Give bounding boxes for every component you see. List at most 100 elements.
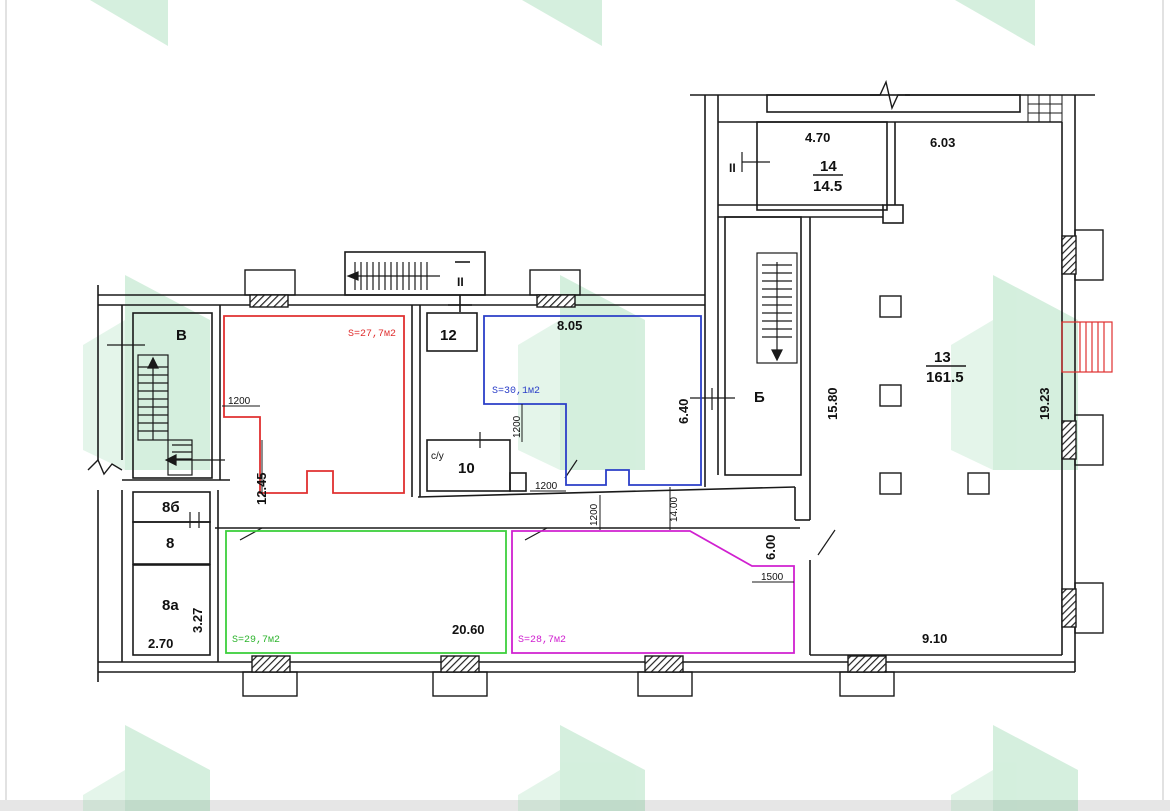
column-10 bbox=[509, 472, 527, 492]
watermark-mid-center-b bbox=[518, 320, 560, 470]
room-b-label: Б bbox=[754, 389, 765, 406]
dim-6-40: 6.40 bbox=[676, 399, 691, 424]
label-ii-mid: II bbox=[729, 161, 736, 175]
watermark-mid-left-b bbox=[83, 320, 125, 470]
columns-hall-13 bbox=[879, 295, 990, 495]
stair-top-right-frame bbox=[1027, 94, 1063, 123]
column bbox=[879, 384, 902, 407]
dim-9-10: 9.10 bbox=[922, 631, 947, 646]
window-hatch bbox=[536, 294, 576, 308]
watermark bbox=[83, 0, 1078, 811]
stair-v-landing bbox=[167, 439, 193, 476]
stair-v bbox=[107, 344, 225, 476]
watermark-mid-right-b bbox=[951, 320, 993, 470]
room-8a-box bbox=[132, 564, 211, 656]
room-13-number: 13 bbox=[934, 349, 951, 366]
area-blue-outline bbox=[483, 315, 702, 486]
window-hatch bbox=[249, 294, 289, 308]
dim-1200-a: 1200 bbox=[228, 396, 251, 407]
room-14-outline bbox=[756, 121, 888, 211]
window-hatch bbox=[847, 655, 887, 673]
room-cu-label: с/у bbox=[431, 451, 444, 462]
stair-top bbox=[346, 262, 440, 290]
windows bbox=[242, 229, 1104, 697]
dim-1500: 1500 bbox=[761, 572, 784, 583]
dim-6-03: 6.03 bbox=[930, 135, 955, 150]
area-green-outline bbox=[225, 530, 507, 654]
window-hatch bbox=[251, 655, 291, 673]
area-label-magenta: S=28,7м2 bbox=[518, 635, 566, 646]
top-stair-box bbox=[344, 251, 486, 296]
room-14-number: 14 bbox=[820, 158, 837, 175]
window-hatch bbox=[440, 655, 480, 673]
wall-column-14 bbox=[882, 204, 904, 224]
stair-top-arrow bbox=[346, 271, 359, 281]
area-red-outline bbox=[223, 315, 405, 494]
dim-15-80: 15.80 bbox=[825, 387, 840, 420]
room-8a-label: 8а bbox=[162, 597, 179, 614]
watermark-mid-center bbox=[560, 275, 645, 470]
door-swing bbox=[524, 527, 548, 541]
watermark-top-right bbox=[955, 0, 1035, 46]
label-ii-top: II bbox=[457, 275, 464, 289]
dim-19-23: 19.23 bbox=[1037, 387, 1052, 420]
dim-1200-c: 1200 bbox=[535, 481, 558, 492]
watermark-top-left bbox=[90, 0, 168, 46]
dimension-lines bbox=[222, 404, 794, 583]
room-12-label: 12 bbox=[440, 327, 457, 344]
window-hatch bbox=[1061, 420, 1077, 460]
watermark-bottom-mid-b bbox=[518, 770, 560, 811]
watermark-bottom-right-b bbox=[951, 770, 993, 811]
entrance-steps-frame bbox=[1061, 321, 1113, 373]
break-symbol-left bbox=[87, 458, 123, 476]
room-v-label: В bbox=[176, 327, 187, 344]
area-magenta-outline bbox=[511, 530, 795, 654]
watermark-bottom-left bbox=[125, 725, 210, 811]
room-13-area: 161.5 bbox=[926, 369, 964, 386]
room-12-box bbox=[426, 312, 478, 352]
window-hatch bbox=[1061, 235, 1077, 275]
dim-2-70: 2.70 bbox=[148, 636, 173, 651]
stair-b bbox=[756, 252, 798, 364]
entrance-steps bbox=[1061, 321, 1113, 373]
wall-corridor-upper bbox=[417, 486, 796, 498]
dim-12-45: 12.45 bbox=[254, 472, 269, 505]
dim-14-00: 14.00 bbox=[669, 497, 680, 522]
stair-b-frame bbox=[756, 252, 798, 364]
stair-b-block bbox=[724, 216, 802, 476]
page-bottom-shadow bbox=[0, 800, 1170, 811]
dim-4-70: 4.70 bbox=[805, 130, 830, 145]
dim-1200-d: 1200 bbox=[589, 503, 600, 526]
dim-8-05: 8.05 bbox=[557, 318, 582, 333]
room-10-label: 10 bbox=[458, 460, 475, 477]
watermark-bottom-right bbox=[993, 725, 1078, 811]
door-swing bbox=[564, 459, 578, 479]
stair-b-arrow bbox=[771, 349, 783, 362]
room-8-box bbox=[132, 521, 211, 565]
dim-20-60: 20.60 bbox=[452, 622, 485, 637]
column bbox=[967, 472, 990, 495]
room-10-box bbox=[426, 439, 511, 492]
door-swings bbox=[189, 152, 836, 556]
stair-top-right bbox=[1027, 94, 1063, 123]
watermark-bottom-left-b bbox=[83, 770, 125, 811]
wall-upper-strip bbox=[766, 94, 1021, 113]
room-14-area: 14.5 bbox=[813, 178, 842, 195]
area-label-green: S=29,7м2 bbox=[232, 635, 280, 646]
door-swing bbox=[817, 529, 836, 556]
window-hatch bbox=[1061, 588, 1077, 628]
room-8-label: 8 bbox=[166, 535, 174, 552]
column bbox=[879, 295, 902, 318]
stair-v-landing-arrow bbox=[164, 454, 177, 466]
watermark-bottom-mid bbox=[560, 725, 645, 811]
dim-1200-b: 1200 bbox=[512, 415, 523, 438]
area-label-blue: S=30,1м2 bbox=[492, 386, 540, 397]
watermark-top-mid bbox=[522, 0, 602, 46]
window-hatch bbox=[644, 655, 684, 673]
break-symbol-top bbox=[870, 79, 910, 111]
room-8b-label: 8б bbox=[162, 499, 180, 516]
dim-3-27: 3.27 bbox=[190, 608, 205, 633]
area-label-red: S=27,7м2 bbox=[348, 329, 396, 340]
